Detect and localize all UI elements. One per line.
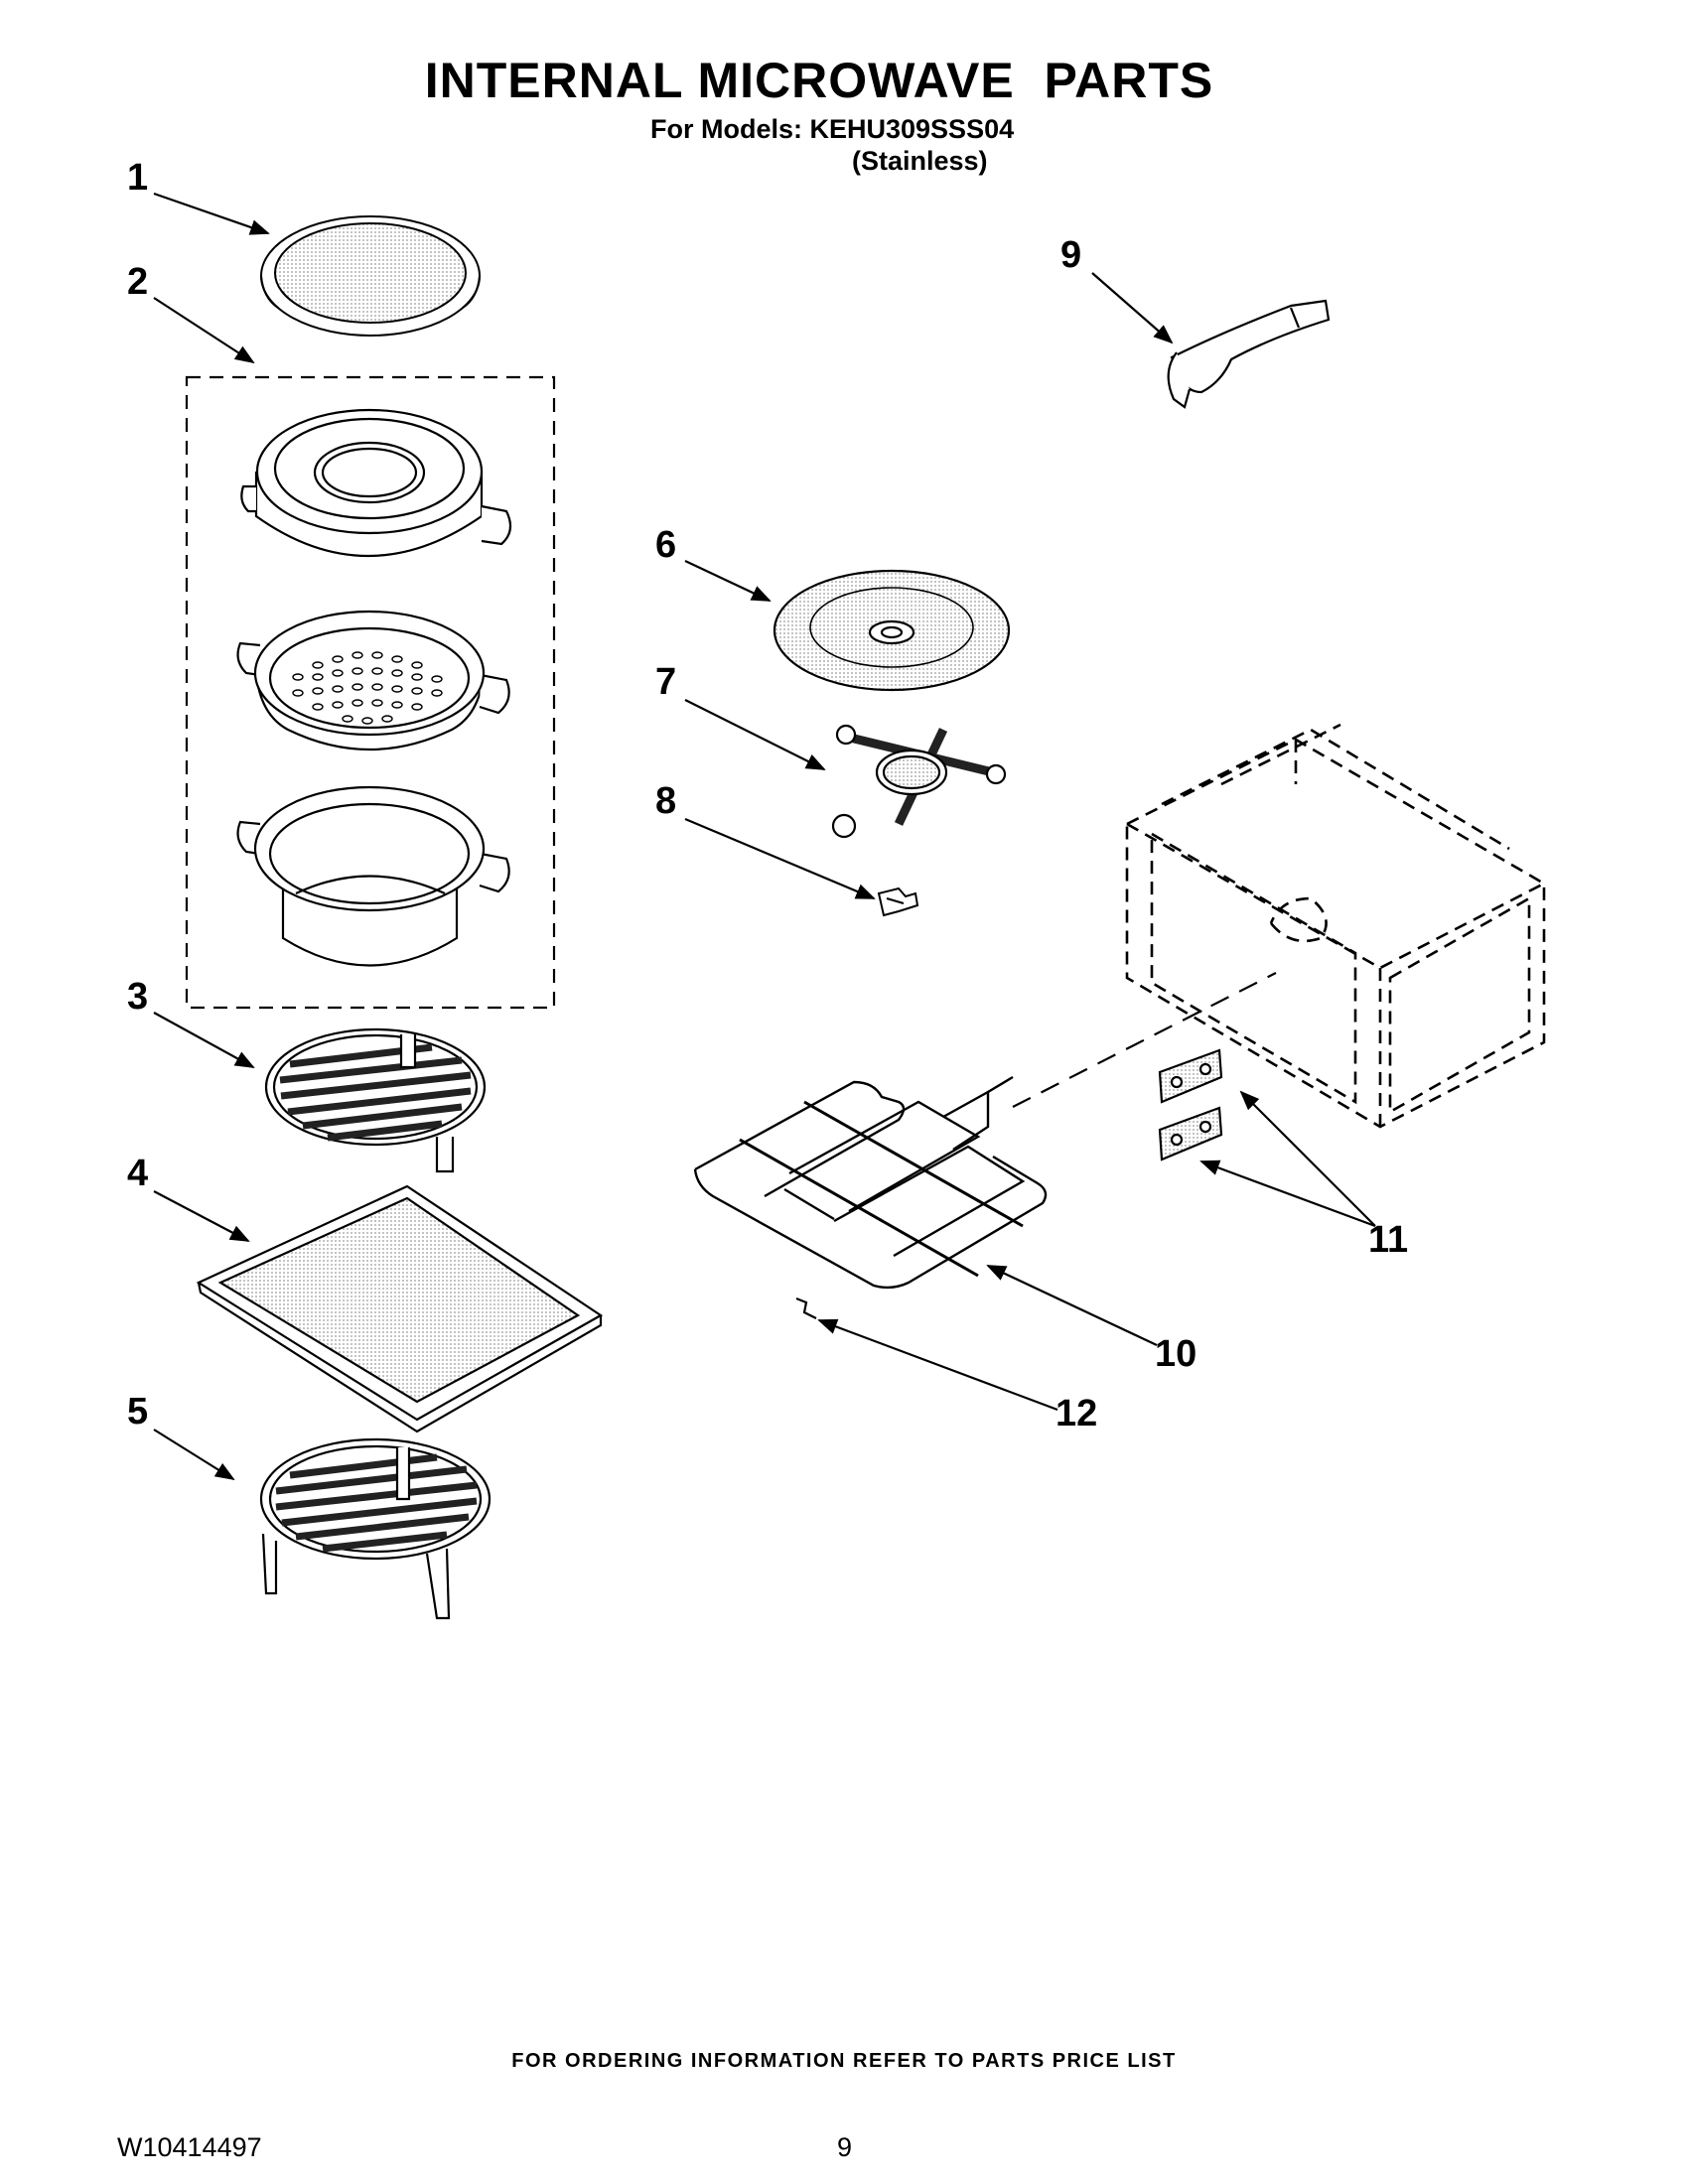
part-2-steamer-bowl xyxy=(236,785,510,967)
leader-6 xyxy=(684,560,772,602)
callout-1: 1 xyxy=(127,157,149,199)
variant-line: (Stainless) xyxy=(852,146,988,176)
page-number: 9 xyxy=(837,2132,853,2162)
part-5-rack xyxy=(259,1437,492,1620)
leader-2 xyxy=(153,297,255,364)
callout-12: 12 xyxy=(1055,1393,1098,1434)
models-line: For Models: KEHU309SSS04 xyxy=(650,114,1015,144)
leader-3 xyxy=(153,1012,255,1068)
callout-5: 5 xyxy=(127,1391,149,1433)
part-4-tray xyxy=(196,1184,604,1433)
callout-11: 11 xyxy=(1368,1219,1409,1261)
ordering-note: FOR ORDERING INFORMATION REFER TO PARTS … xyxy=(511,2050,1177,2072)
callout-4: 4 xyxy=(127,1153,149,1194)
leader-9 xyxy=(1091,272,1174,344)
part-8-coupler xyxy=(877,887,919,917)
callout-2: 2 xyxy=(127,261,149,303)
callout-8: 8 xyxy=(655,780,677,822)
part-10-heating-element xyxy=(693,1075,1048,1290)
part-11-plates xyxy=(1158,1048,1223,1161)
leader-5 xyxy=(153,1429,235,1481)
leader-11b xyxy=(1199,1160,1376,1228)
part-6-turntable xyxy=(773,569,1011,692)
part-12-clip xyxy=(795,1297,817,1319)
install-guide-line xyxy=(1012,972,1277,1108)
part-1-cover xyxy=(260,215,481,337)
leader-10 xyxy=(986,1265,1158,1346)
part-7-roller-support xyxy=(831,724,1007,839)
document-number: W10414497 xyxy=(117,2132,262,2162)
part-2-steamer-lid xyxy=(240,408,512,557)
part-9-handle xyxy=(1167,299,1331,409)
callout-10: 10 xyxy=(1155,1333,1197,1375)
callout-9: 9 xyxy=(1060,234,1082,276)
leader-arrows xyxy=(153,192,1376,1481)
oven-cavity-outline xyxy=(1125,723,1546,1129)
leader-4 xyxy=(153,1190,250,1242)
leader-7 xyxy=(684,699,826,770)
page-title: INTERNAL MICROWAVE PARTS xyxy=(424,53,1214,108)
part-2-steamer-set-outline xyxy=(185,375,556,1010)
callout-3: 3 xyxy=(127,976,149,1018)
callout-7: 7 xyxy=(655,661,677,703)
callout-6: 6 xyxy=(655,524,677,566)
leader-11a xyxy=(1239,1090,1376,1227)
part-2-steamer-insert xyxy=(236,610,510,751)
part-3-rack xyxy=(264,1027,487,1173)
leader-8 xyxy=(684,817,876,900)
leader-1 xyxy=(153,192,270,235)
leader-12 xyxy=(817,1318,1058,1412)
